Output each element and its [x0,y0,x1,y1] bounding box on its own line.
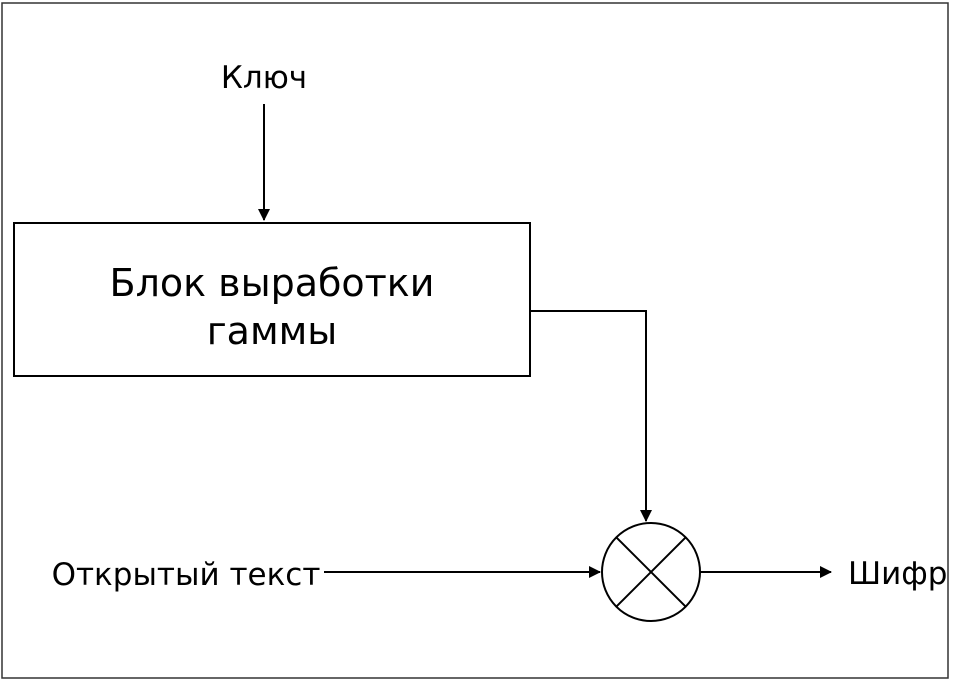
block-label-line1: Блок выработки [110,261,435,305]
cipher-label: Шифр [848,556,947,592]
block-label-line2: гаммы [207,309,338,353]
gamma-output-arrow [530,310,652,522]
gamma-generator-block [13,222,531,377]
plaintext-label: Открытый текст [52,557,321,593]
combiner-xor-symbol [601,522,701,622]
key-label: Ключ [221,60,307,96]
